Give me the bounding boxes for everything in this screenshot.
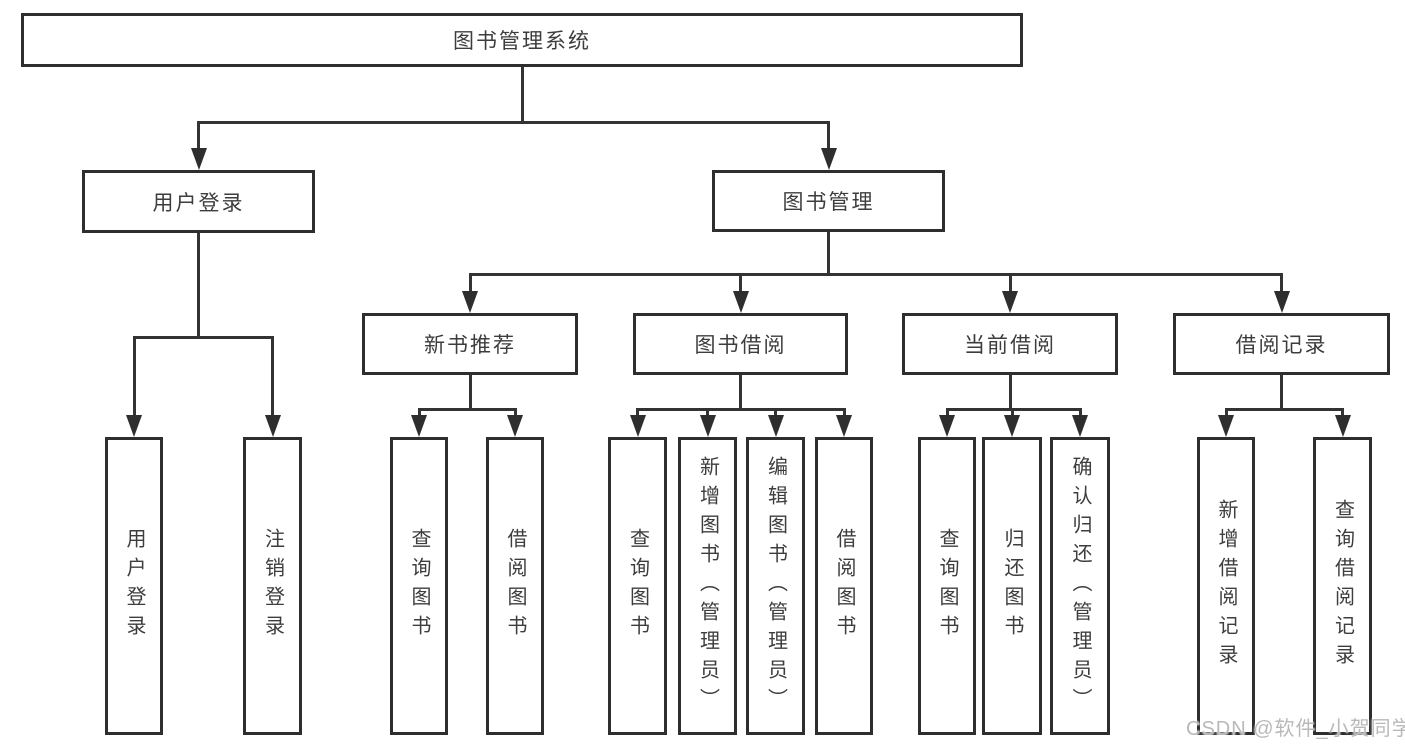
node-leaf-edit-book: 编辑图书（管理员） <box>746 437 805 735</box>
arrowhead-down-icon <box>699 415 716 437</box>
connector-stem <box>197 232 200 338</box>
connector-bus <box>1224 408 1344 411</box>
node-label: 借阅记录 <box>1235 334 1328 357</box>
node-label: 归还图书 <box>1001 528 1023 644</box>
arrowhead-down-icon <box>629 415 646 437</box>
node-user-login: 用户登录 <box>82 170 315 233</box>
arrowhead-down-icon <box>939 415 955 437</box>
node-borrow-record: 借阅记录 <box>1173 313 1390 375</box>
node-label: 查询图书 <box>408 528 430 644</box>
node-leaf-user-login: 用户登录 <box>105 437 163 735</box>
node-book-borrow: 图书借阅 <box>633 313 848 375</box>
connector-drop <box>513 408 517 417</box>
arrowhead-down-icon <box>1218 415 1234 437</box>
connector-drop <box>706 408 709 417</box>
node-leaf-query-record: 查询借阅记录 <box>1313 437 1372 735</box>
node-leaf-borrow-book-2: 借阅图书 <box>815 437 873 735</box>
connector-stem <box>1280 374 1283 410</box>
connector-drop <box>1224 408 1228 417</box>
arrowhead-down-icon <box>1273 291 1290 313</box>
connector-bus <box>636 408 846 411</box>
node-label: 新书推荐 <box>424 334 516 357</box>
node-label: 用户登录 <box>123 528 145 644</box>
node-leaf-borrow-book-1: 借阅图书 <box>486 437 544 735</box>
node-label: 图书管理系统 <box>453 30 591 53</box>
connector-drop <box>1078 408 1082 417</box>
connector-drop <box>739 273 742 293</box>
node-label: 确认归还（管理员） <box>1069 455 1091 717</box>
connector-drop <box>636 408 639 417</box>
connector-bus <box>417 408 517 411</box>
connector-drop <box>1341 408 1344 417</box>
node-book-mgmt: 图书管理 <box>712 170 945 232</box>
node-leaf-query-book-1: 查询图书 <box>390 437 448 735</box>
arrowhead-down-icon <box>836 415 852 437</box>
connector-drop <box>842 408 846 417</box>
node-label: 注销登录 <box>261 528 284 644</box>
arrowhead-down-icon <box>1004 415 1020 437</box>
arrowhead-down-icon <box>820 148 837 170</box>
node-label: 借阅图书 <box>504 528 526 644</box>
node-label: 借阅图书 <box>833 528 855 644</box>
node-label: 查询借阅记录 <box>1331 499 1354 673</box>
node-label: 编辑图书（管理员） <box>764 455 787 717</box>
node-label: 新增图书（管理员） <box>696 455 719 717</box>
node-label: 查询图书 <box>936 528 958 644</box>
arrowhead-down-icon <box>767 415 784 437</box>
connector-drop <box>827 121 830 150</box>
connector-drop <box>1008 273 1012 293</box>
node-root: 图书管理系统 <box>21 13 1023 67</box>
arrowhead-down-icon <box>1072 415 1088 437</box>
connector-bus <box>468 273 1283 276</box>
connector-drop <box>468 273 472 293</box>
arrowhead-down-icon <box>264 415 281 437</box>
arrowhead-down-icon <box>126 415 142 437</box>
connector-drop <box>417 408 421 417</box>
node-label: 图书管理 <box>782 191 875 214</box>
connector-bus <box>132 336 274 339</box>
connector-stem <box>739 374 742 410</box>
node-leaf-add-book: 新增图书（管理员） <box>678 437 737 735</box>
node-label: 新增借阅记录 <box>1215 499 1237 673</box>
node-leaf-query-book-3: 查询图书 <box>918 437 976 735</box>
connector-bus <box>197 121 830 124</box>
connector-stem <box>827 231 830 275</box>
node-leaf-query-book-2: 查询图书 <box>608 437 667 735</box>
node-label: 查询图书 <box>626 528 649 644</box>
node-new-book-rec: 新书推荐 <box>362 313 578 375</box>
arrowhead-down-icon <box>462 291 478 313</box>
connector-stem <box>468 374 472 410</box>
connector-drop <box>1280 273 1283 293</box>
node-leaf-return-book: 归还图书 <box>982 437 1042 735</box>
node-label: 用户登录 <box>152 191 245 215</box>
connector-drop <box>774 408 777 417</box>
connector-drop <box>945 408 949 417</box>
node-leaf-logout: 注销登录 <box>243 437 302 735</box>
connector-drop <box>271 336 274 417</box>
node-label: 当前借阅 <box>964 334 1056 357</box>
node-label: 图书借阅 <box>694 334 787 357</box>
arrowhead-down-icon <box>1334 415 1351 437</box>
arrowhead-down-icon <box>190 148 207 170</box>
csdn-watermark: CSDN @软件_小贺同学 <box>1186 718 1405 740</box>
connector-stem <box>1008 374 1012 410</box>
connector-drop <box>132 336 136 417</box>
connector-drop <box>197 121 200 150</box>
node-leaf-confirm-return: 确认归还（管理员） <box>1050 437 1110 735</box>
arrowhead-down-icon <box>732 291 749 313</box>
connector-bus <box>945 408 1082 411</box>
arrowhead-down-icon <box>1002 291 1018 313</box>
connector-stem <box>520 66 524 123</box>
node-current-borrow: 当前借阅 <box>902 313 1118 375</box>
arrowhead-down-icon <box>507 415 523 437</box>
node-leaf-add-record: 新增借阅记录 <box>1197 437 1255 735</box>
arrowhead-down-icon <box>411 415 427 437</box>
connector-drop <box>1010 408 1014 417</box>
